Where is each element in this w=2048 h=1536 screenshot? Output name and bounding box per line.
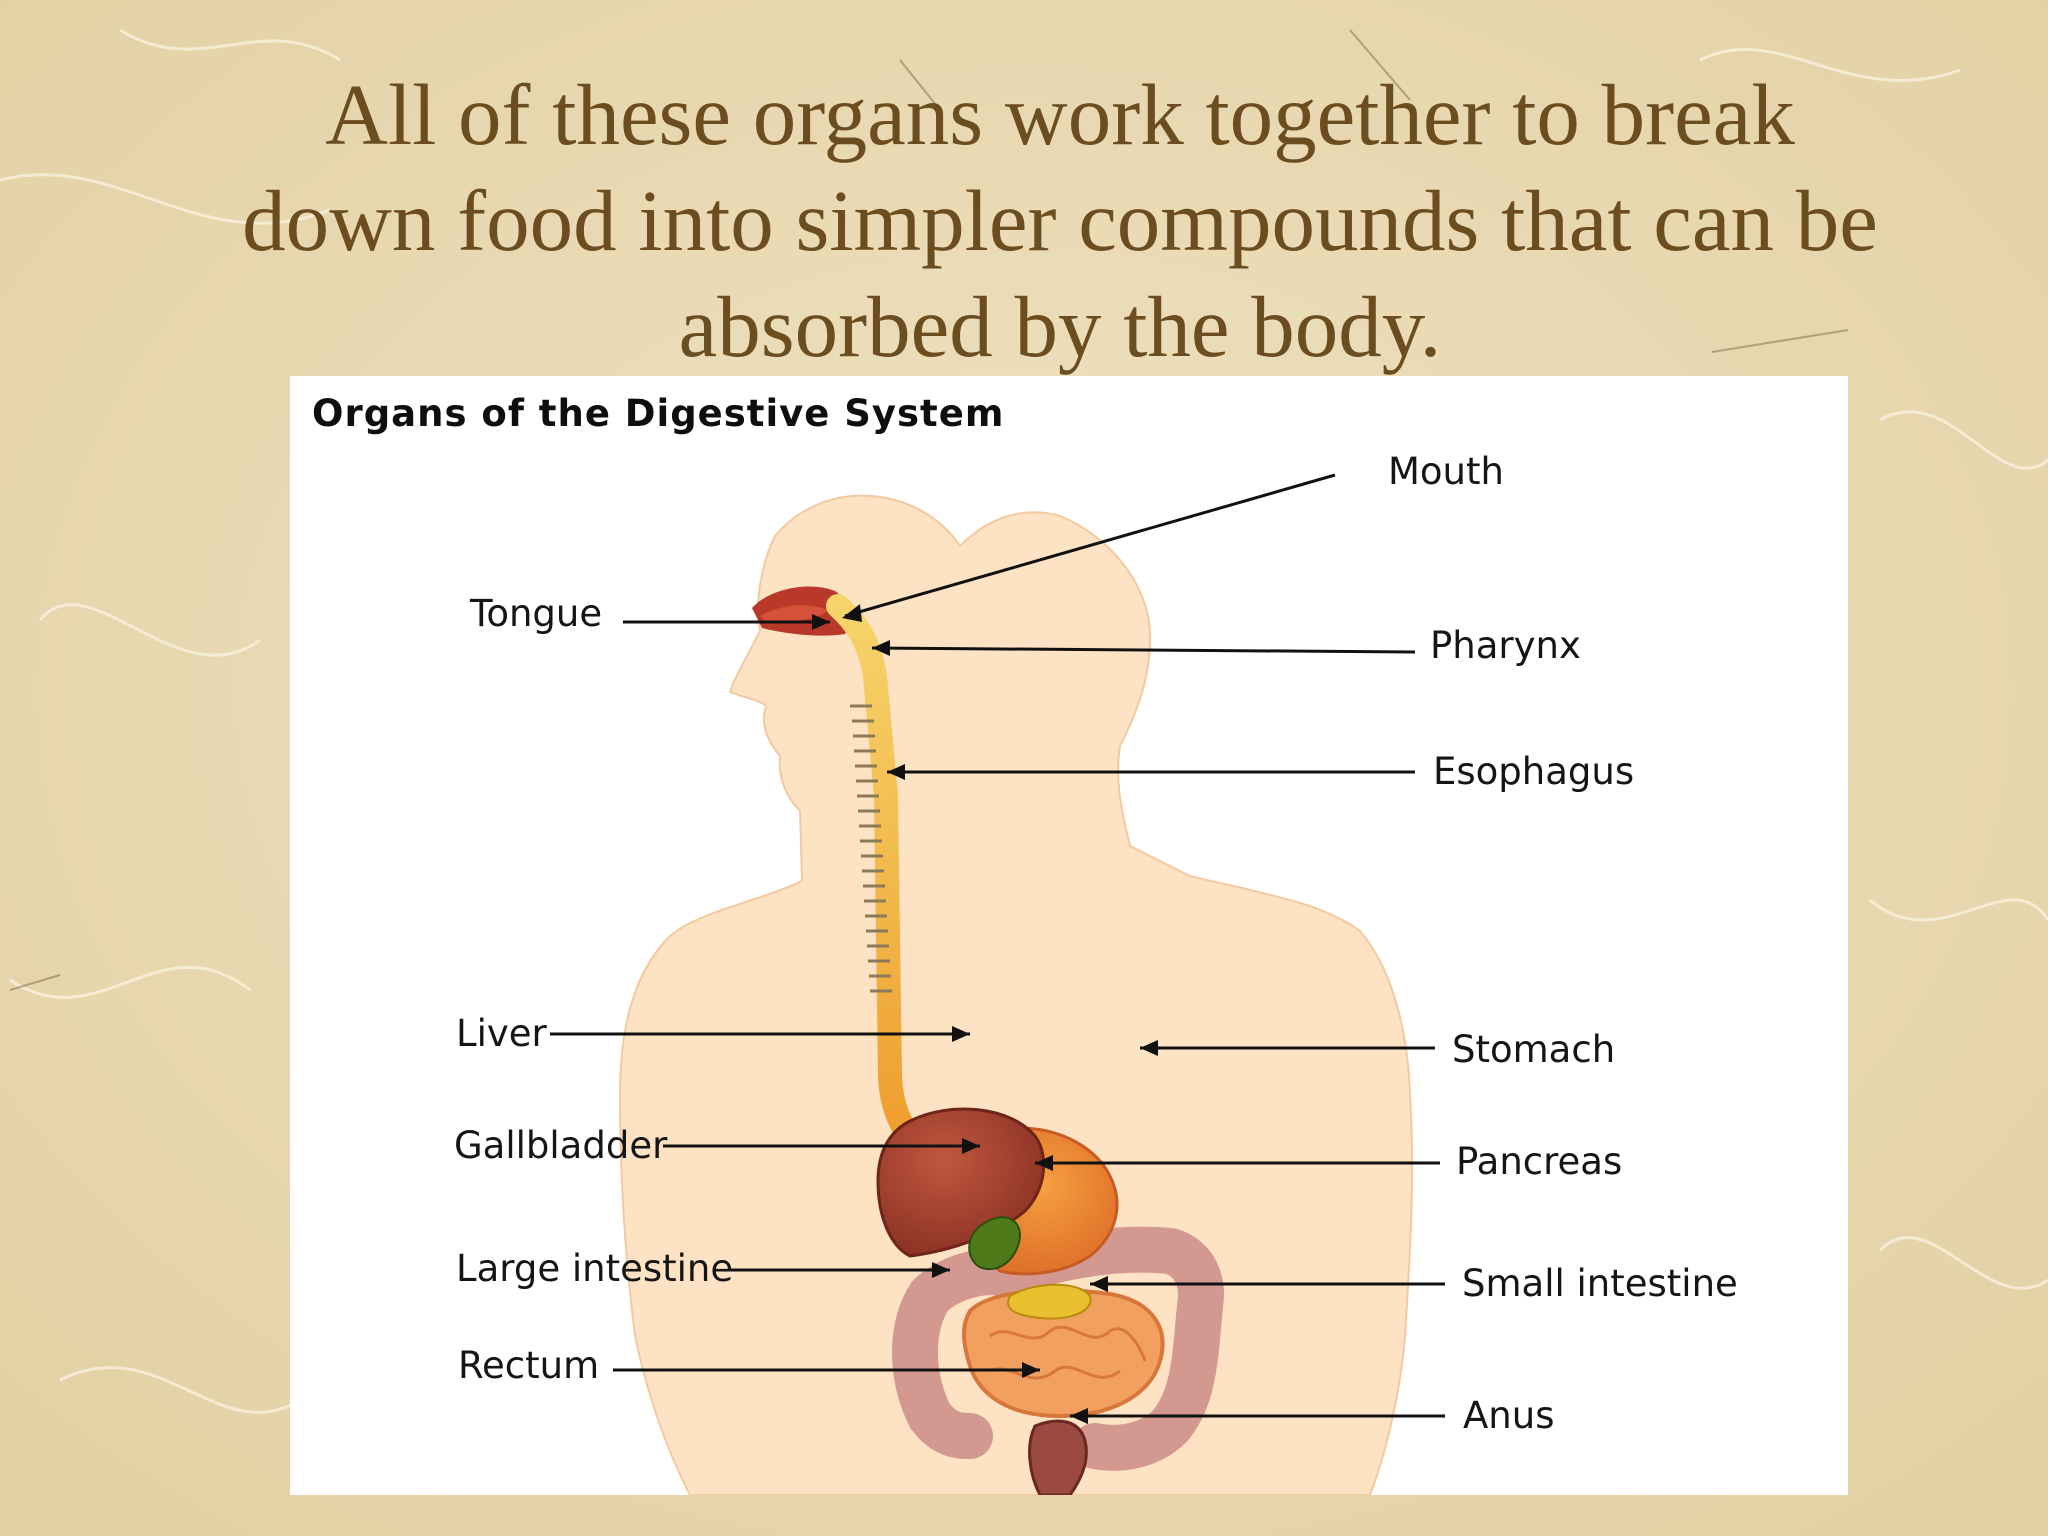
digestive-system-diagram: Organs of the Digestive System bbox=[312, 392, 1738, 1495]
gallbladder-shape bbox=[968, 1216, 1022, 1271]
leader-arrowheads bbox=[812, 604, 1158, 1424]
dark-fibers bbox=[9, 29, 1849, 991]
pancreas-shape bbox=[1007, 1283, 1092, 1320]
rectum-anus-shape bbox=[1028, 1419, 1088, 1495]
label-large-intestine: Large intestine bbox=[456, 1247, 733, 1290]
title-line-1: All of these organs work together to bre… bbox=[325, 66, 1795, 163]
label-liver: Liver bbox=[456, 1012, 548, 1055]
label-mouth: Mouth bbox=[1388, 450, 1504, 493]
label-small-intestine: Small intestine bbox=[1462, 1262, 1738, 1305]
trachea bbox=[850, 704, 892, 993]
label-anus: Anus bbox=[1463, 1394, 1555, 1437]
body-silhouette bbox=[618, 494, 1414, 1495]
paper-fibers bbox=[0, 28, 2048, 1414]
diagram-title: Organs of the Digestive System bbox=[312, 392, 1004, 435]
large-intestine-shape bbox=[892, 1226, 1224, 1471]
title-line-2: down food into simpler compounds that ca… bbox=[242, 172, 1878, 269]
label-rectum: Rectum bbox=[458, 1344, 599, 1387]
title-line-3: absorbed by the body. bbox=[678, 278, 1442, 375]
label-gallbladder: Gallbladder bbox=[454, 1124, 668, 1167]
label-tongue: Tongue bbox=[469, 592, 602, 635]
digestive-diagram-panel: Organs of the Digestive System bbox=[290, 376, 1848, 1495]
organ-labels: Mouth Tongue Pharynx Esophagus Liver Sto… bbox=[454, 450, 1738, 1437]
label-pancreas: Pancreas bbox=[1456, 1140, 1622, 1183]
slide-title: All of these organs work together to bre… bbox=[150, 62, 1970, 380]
label-pharynx: Pharynx bbox=[1430, 624, 1581, 667]
leader-lines bbox=[550, 473, 1445, 1418]
label-stomach: Stomach bbox=[1452, 1028, 1615, 1071]
label-esophagus: Esophagus bbox=[1433, 750, 1634, 793]
